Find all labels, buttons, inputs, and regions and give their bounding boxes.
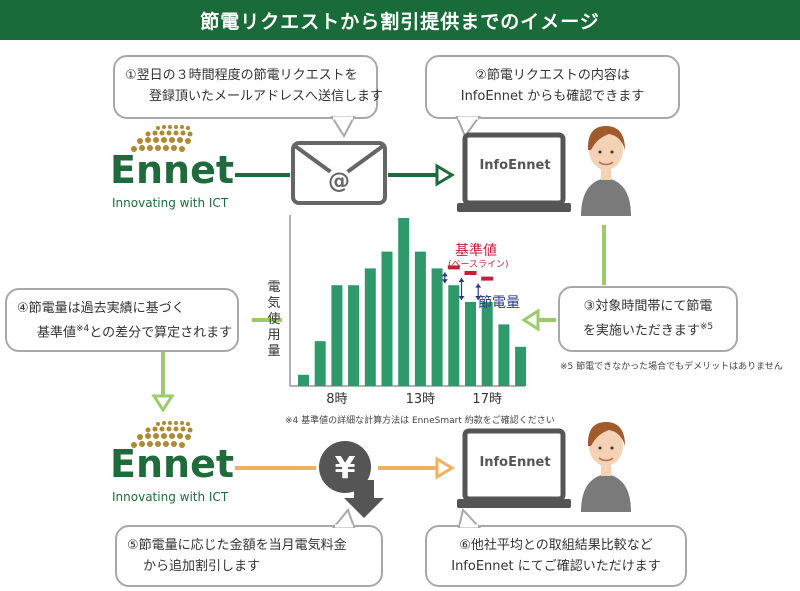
chart-bar (298, 374, 309, 386)
bubble-step4: ④節電量は過去実績に基づく 基準値※4との差分で算定されます (5, 288, 239, 352)
note-4: ※4 基準値の詳細な計算方法は EnneSmart 約款をご確認ください (285, 416, 555, 426)
ennet-logo-dots-top (131, 125, 193, 152)
bubble-tail-step1 (330, 116, 356, 138)
x-tick-label: 8時 (326, 392, 347, 407)
bubble-step1: ①翌日の３時間程度の節電リクエストを 登録頂いたメールアドレスへ送信します (113, 55, 384, 119)
chart-bar (331, 285, 343, 386)
x-tick-label: 13時 (406, 392, 436, 407)
baseline-label: 基準値 (455, 243, 497, 259)
ennet-tagline-top: Innovating with ICT (112, 196, 229, 210)
step5-line1: ⑤節電量に応じた金額を当月電気料金 (127, 538, 347, 553)
step1-line2: 登録頂いたメールアドレスへ送信します (149, 89, 384, 104)
ylabel-char: 電 (267, 280, 281, 295)
step6-line2: InfoEnnet にてご確認いただけます (451, 559, 661, 574)
bubble-step5: ⑤節電量に応じた金額を当月電気料金 から追加割引します (115, 525, 383, 587)
svg-text:¥: ¥ (335, 451, 356, 486)
laptop-icon-top (457, 132, 571, 212)
step4-line2b: との差分で算定されます (89, 325, 233, 341)
savings-label: 節電量 (478, 295, 520, 311)
savings-arrow-head (458, 278, 465, 282)
person-icon-bottom (581, 422, 631, 512)
ylabel-char: 気 (267, 296, 281, 311)
bubble-step3: ③対象時間帯にて節電 を実施いただきます※5 (558, 286, 738, 352)
bubble-tail-step6 (457, 508, 482, 528)
step2-line1: ②節電リクエストの内容は (475, 68, 630, 83)
savings-arrow-head (441, 272, 448, 277)
chart-bar (348, 285, 360, 386)
step3-line2: を実施いただきます (582, 323, 700, 339)
arrow-head-chart (521, 308, 540, 332)
bubble-step2: ②節電リクエストの内容は InfoEnnet からも確認できます (425, 55, 680, 119)
bubble-tail-step5 (331, 508, 356, 528)
baseline-marker (447, 265, 460, 270)
chart-bar (515, 346, 527, 386)
ylabel-char: 用 (267, 328, 281, 343)
laptop-label-bottom: InfoEnnet (479, 455, 551, 470)
step2-line2: InfoEnnet からも確認できます (460, 89, 645, 104)
step4-sup: ※4 (76, 324, 90, 334)
step4-line2a: 基準値 (37, 325, 77, 341)
ennet-tagline-bottom: Innovating with ICT (112, 490, 229, 504)
baseline-marker (464, 271, 477, 275)
chart-bar (431, 268, 443, 386)
note-5: ※5 節電できなかった場合でもデメリットはありません (560, 362, 783, 372)
arrow-head-ennet (151, 394, 175, 413)
laptop-label-top: InfoEnnet (479, 158, 551, 173)
chart-bar (448, 285, 460, 386)
chart-bar (414, 251, 426, 386)
chart-bar (481, 302, 493, 386)
baseline-sublabel: (ベースライン) (448, 260, 509, 270)
arrow-head-laptop2 (435, 456, 455, 480)
chart-bar (381, 251, 393, 386)
ylabel-char: 使 (267, 312, 281, 327)
step5-line2: から追加割引します (143, 559, 261, 574)
savings-arrow-head (475, 283, 482, 288)
ennet-logo-bottom: Ennet (110, 442, 235, 486)
step3-sup: ※5 (699, 322, 714, 332)
step3-line1: ③対象時間帯にて節電 (583, 299, 713, 314)
svg-text:@: @ (328, 169, 350, 194)
mail-at-icon: @ (291, 141, 387, 205)
yen-icon: ¥ (319, 441, 384, 518)
bubble-tail-step2 (455, 116, 481, 138)
chart-ylabel: 電気使用量 (266, 280, 282, 360)
step1-line1: ①翌日の３時間程度の節電リクエストを (125, 68, 358, 83)
chart-bar (498, 324, 510, 386)
laptop-icon-bottom (457, 428, 571, 508)
down-arrow-icon (344, 480, 384, 518)
baseline-marker (481, 276, 494, 281)
chart-bar (398, 218, 410, 386)
ennet-logo-top: Ennet (110, 148, 235, 192)
chart-bar (465, 302, 476, 386)
savings-arrow-head (458, 296, 465, 300)
arrow-head-laptop (435, 163, 455, 187)
x-tick-label: 17時 (472, 392, 502, 407)
savings-arrow-head (441, 279, 448, 284)
step4-line1: ④節電量は過去実績に基づく (17, 301, 185, 316)
savings-arrow-head (475, 296, 482, 300)
step6-line1: ⑥他社平均との取組結果比較など (459, 538, 653, 553)
ennet-logo-dots-bottom (131, 421, 193, 448)
chart-bar (314, 341, 326, 386)
bar-chart: 8時 13時 17時 (289, 215, 527, 407)
person-icon-top (581, 126, 631, 216)
ylabel-char: 量 (267, 344, 281, 359)
page-title: 節電リクエストから割引提供までのイメージ (0, 0, 800, 40)
chart-bar (364, 268, 376, 386)
bubble-step6: ⑥他社平均との取組結果比較など InfoEnnet にてご確認いただけます (425, 525, 687, 587)
